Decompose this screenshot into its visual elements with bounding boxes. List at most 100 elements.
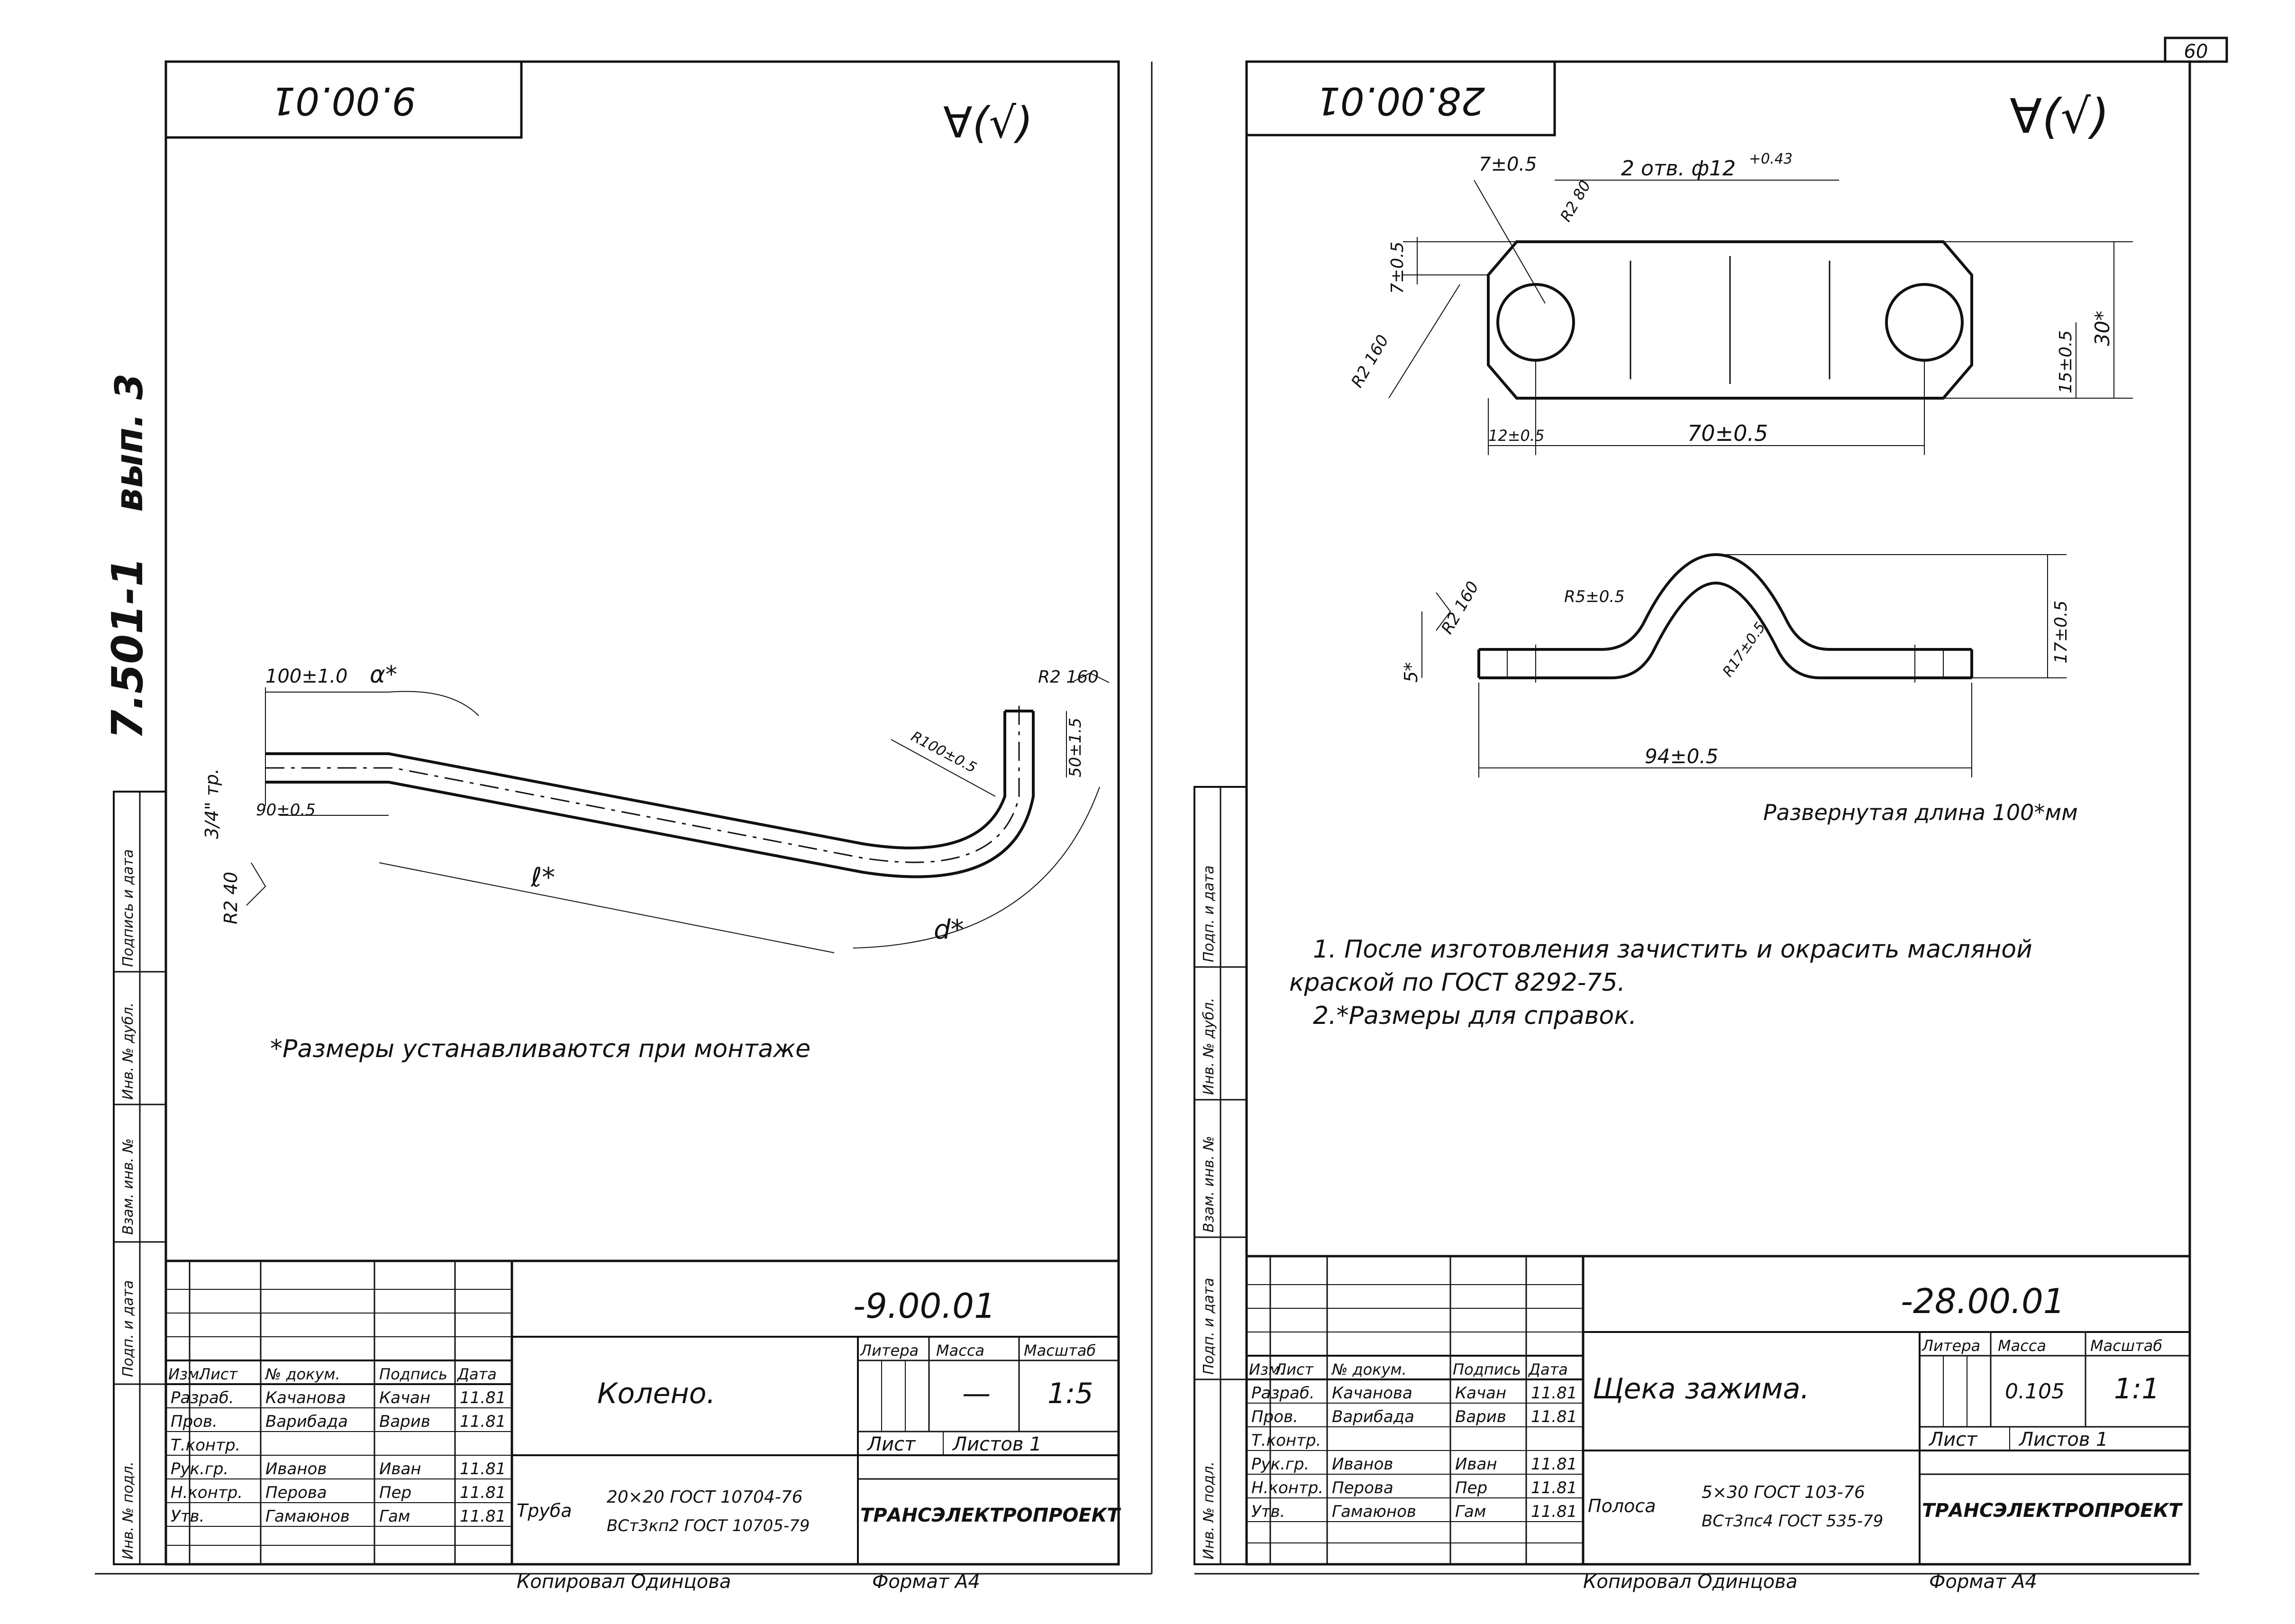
tb-right-date-2: 11.81 [1531, 1407, 1577, 1426]
tb-right-name-4: Иванов [1332, 1455, 1393, 1474]
note-left: *Размеры устанавливаются при монтаже [270, 1035, 811, 1063]
dim-7a: 7±0.5 [1479, 154, 1537, 175]
strip-label-sign: Подпись и дата [120, 849, 137, 967]
tb-right-scale-label: Масштаб [2090, 1337, 2162, 1355]
dim-r160-left: R2 160 [1038, 667, 1099, 687]
tb-right-name-2: Варибада [1332, 1407, 1414, 1426]
elbow-drawing [246, 672, 1110, 953]
tb-right-sheets-label: Листов 1 [2018, 1429, 2108, 1451]
tb-left-role-1: Разраб. [171, 1388, 234, 1407]
tb-left-mass: — [962, 1377, 991, 1410]
dim-pipe: 3/4" тр. [201, 768, 222, 839]
tb-left-sign-2: Варив [379, 1412, 430, 1431]
note-right-1: 1. После изготовления зачистить и окраси… [1313, 935, 2032, 964]
tb-right-name-6: Гамаюнов [1332, 1502, 1416, 1521]
strip-label-inv: Инв. № подл. [120, 1461, 137, 1560]
tb-left-material-1: 20×20 ГОСТ 10704-76 [607, 1487, 803, 1507]
dim-r80: R2 80 [1557, 177, 1594, 225]
strip-label-dup: Инв. № дубл. [120, 1003, 137, 1100]
dim-r100: R100±0.5 [908, 728, 979, 776]
dim-15: 15±0.5 [2056, 330, 2076, 393]
tb-right-sign-4: Иван [1455, 1455, 1497, 1474]
tb-right-sign-6: Гам [1455, 1502, 1486, 1521]
strip-label-replace-right: Взам. инв. № [1201, 1136, 1217, 1232]
tb-right-hdr-sign: Подпись [1453, 1360, 1521, 1378]
tb-right-sheet-label: Лист [1928, 1429, 1978, 1451]
page-number: 60 [2184, 41, 2208, 63]
tb-left-role-6: Утв. [171, 1507, 204, 1526]
tb-left-hdr-sign: Подпись [379, 1365, 447, 1383]
tb-right-role-3: Т.контр. [1251, 1431, 1321, 1450]
strip-label-dup-right: Инв. № дубл. [1201, 998, 1217, 1095]
stamp-code-left: 9.00.01 [271, 79, 416, 123]
dim-r17: R17±0.5 [1720, 619, 1769, 680]
right-strip: Инв. № подл. Подп. и дата Взам. инв. № И… [1193, 786, 1248, 1565]
sheet-right: Инв. № подл. Подп. и дата Взам. инв. № И… [1193, 60, 2199, 1593]
tb-left-sheets-label: Листов 1 [952, 1433, 1042, 1455]
tb-left-material-prefix: Труба [517, 1500, 572, 1521]
tb-left-scale: 1:5 [1047, 1377, 1093, 1410]
tb-left-date-5: 11.81 [460, 1483, 506, 1502]
title-block-right [1245, 1255, 2191, 1566]
note-right-3: 2.*Размеры для справок. [1313, 1002, 1637, 1030]
series-issue: вып. 3 [107, 374, 151, 512]
tb-right-material-1: 5×30 ГОСТ 103-76 [1702, 1483, 1865, 1502]
dim-17: 17±0.5 [2051, 601, 2071, 664]
developed-length: Развернутая длина 100*мм [1763, 800, 2078, 825]
tb-right-name-1: Качанова [1332, 1384, 1412, 1403]
tb-left-scale-label: Масштаб [1024, 1341, 1096, 1359]
tb-left-date-4: 11.81 [460, 1460, 506, 1478]
tb-left-name-6: Гамаюнов [265, 1507, 350, 1526]
strip-label-replace: Взам. инв. № [120, 1138, 137, 1235]
tb-right-role-6: Утв. [1251, 1502, 1285, 1521]
tb-left-code: -9.00.01 [853, 1286, 996, 1326]
tb-left-sign-5: Пер [379, 1483, 411, 1502]
tb-left-date-6: 11.81 [460, 1507, 506, 1526]
tb-left-role-4: Рук.гр. [171, 1460, 228, 1478]
tb-right-org: ТРАНСЭЛЕКТРОПРОЕКТ [1922, 1500, 2183, 1522]
tb-left-hdr-izm: Изм. [168, 1365, 204, 1383]
tb-left-org: ТРАНСЭЛЕКТРОПРОЕКТ [860, 1505, 1121, 1526]
tb-left-sign-6: Гам [379, 1507, 410, 1526]
tb-left-role-5: Н.контр. [171, 1483, 243, 1502]
tb-right-sign-5: Пер [1455, 1478, 1487, 1497]
dim-r160b: R2 160 [1438, 578, 1483, 638]
dim-holes: 2 отв. ф12 [1621, 156, 1736, 181]
tb-left-sign-4: Иван [379, 1460, 421, 1478]
tb-right-sign-2: Варив [1455, 1407, 1506, 1426]
strip-label-sign-right: Подп. и дата [1201, 866, 1217, 962]
format-left: Формат А4 [872, 1571, 980, 1593]
tb-left-role-3: Т.контр. [171, 1436, 240, 1455]
tb-right-hdr-list: Лист [1275, 1360, 1314, 1378]
tb-right-name-5: Перова [1332, 1478, 1393, 1497]
format-right: Формат А4 [1929, 1571, 2037, 1593]
tb-left-hdr-date: Дата [456, 1365, 497, 1383]
series-code: 7.501-1 [103, 557, 153, 739]
tb-right-name: Щека зажима. [1593, 1372, 1809, 1405]
sheet-left: Инв. № подл. Подп. и дата Взам. инв. № И… [95, 60, 1153, 1593]
tb-right-scale: 1:1 [2114, 1372, 2160, 1405]
clamp-plan-view [1388, 180, 2133, 455]
note-right-2: краской по ГОСТ 8292-75. [1289, 968, 1625, 997]
tb-right-role-1: Разраб. [1251, 1384, 1315, 1403]
copied-by-right: Копировал Одинцова [1583, 1571, 1797, 1593]
tb-left-name-5: Перова [265, 1483, 327, 1502]
tb-right-date-4: 11.81 [1531, 1455, 1577, 1474]
strip-label-sign-date: Подп. и дата [120, 1280, 137, 1377]
tb-left-date-2: 11.81 [460, 1412, 506, 1431]
tb-left-material-2: ВСт3кп2 ГОСТ 10705-79 [607, 1516, 810, 1535]
page-number-box: 60 [2164, 36, 2228, 63]
tb-left-litera-label: Литера [860, 1341, 919, 1359]
tb-left-date-1: 11.81 [460, 1388, 506, 1407]
tb-right-date-5: 11.81 [1531, 1478, 1577, 1497]
dim-r5: R5±0.5 [1564, 587, 1625, 606]
dim-90: 90±0.5 [256, 801, 316, 820]
tb-left-sign-1: Качан [379, 1388, 430, 1407]
tb-left-name-2: Варибада [265, 1412, 348, 1431]
dim-100: 100±1.0 [265, 666, 347, 687]
dim-94: 94±0.5 [1645, 745, 1718, 768]
dim-r160-right: R2 160 [1348, 332, 1393, 391]
tb-left-sheet-label: Лист [866, 1433, 916, 1455]
tb-right-date-1: 11.81 [1531, 1384, 1577, 1403]
